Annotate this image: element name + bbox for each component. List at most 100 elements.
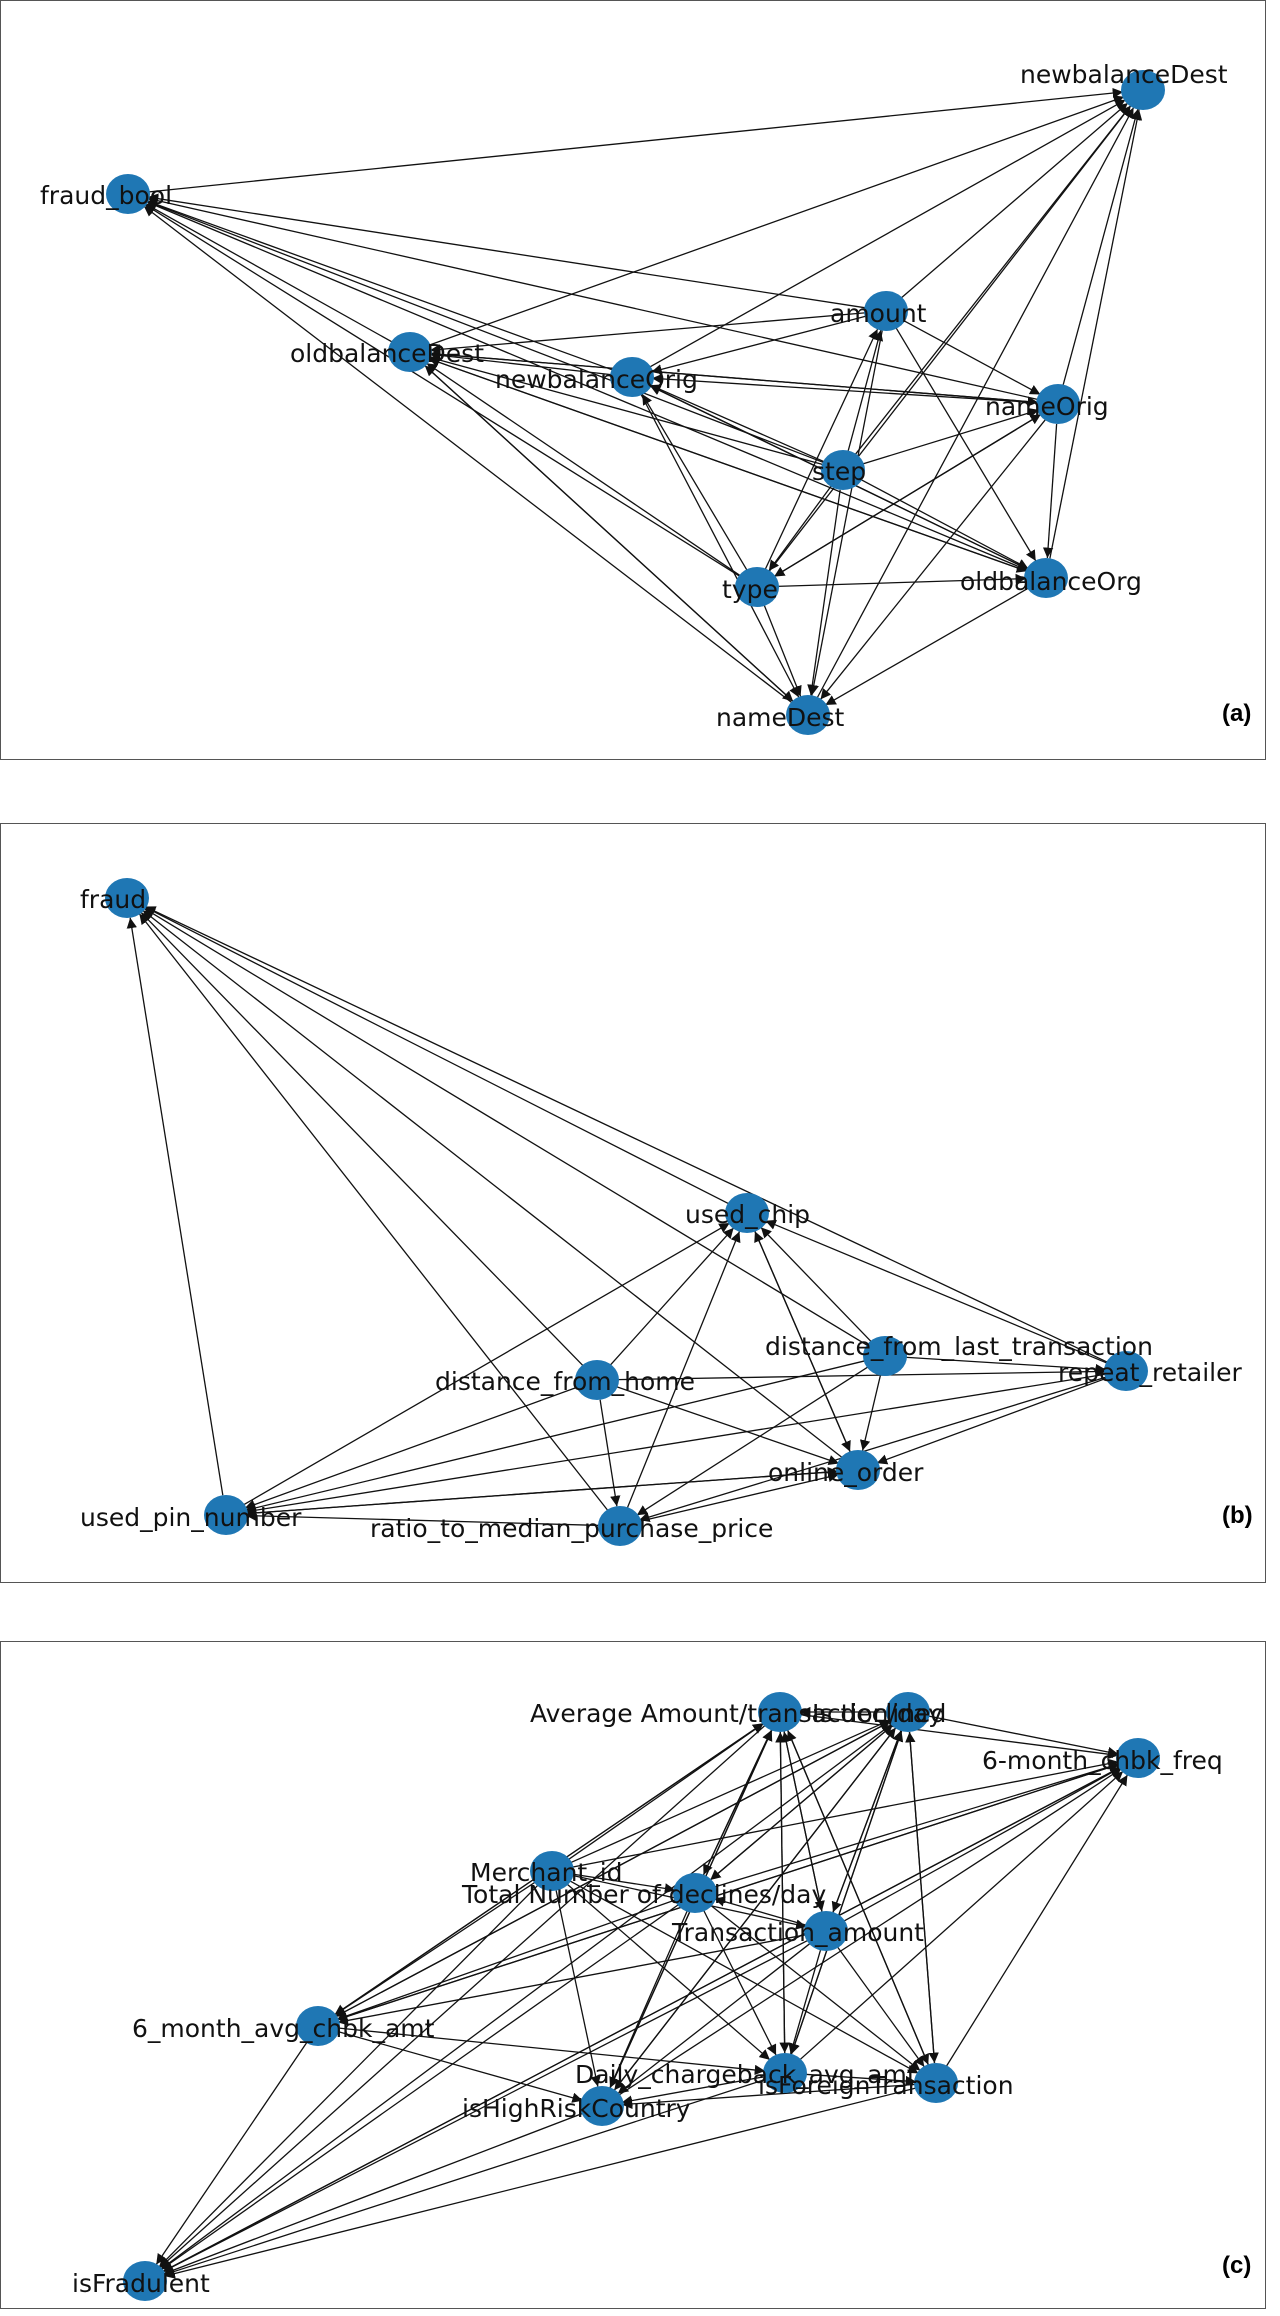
edge-distance_from_home-to-fraud: [140, 911, 584, 1367]
node-distance_from_last_transaction: [863, 1336, 907, 1376]
node-label-merchant_id: Merchant_id: [470, 1858, 623, 1887]
edge-step-to-nameDest: [807, 489, 841, 696]
edge-type-to-amount: [764, 328, 879, 570]
edge-newbalanceOrig-to-nameDest: [640, 394, 800, 698]
node-used_pin_number: [204, 1495, 248, 1535]
edge-repeat_retailer-to-used_pin_number: [245, 1373, 1107, 1516]
edge-step-to-type: [768, 485, 832, 572]
edge-6m_chbk_freq-to-6m_avg_chbk_amt: [336, 1763, 1120, 2022]
edge-transaction_amount-to-total_declines: [714, 1896, 807, 1927]
node-amount: [864, 291, 908, 331]
edge-nameOrig-to-newbalanceOrig: [651, 373, 1039, 404]
node-distance_from_home: [575, 1360, 619, 1400]
node-avg_amount: [758, 1692, 802, 1732]
edge-daily_chbk_avg-to-6m_chbk_freq: [799, 1770, 1124, 2061]
edge-total_declines-to-is_high_risk: [609, 1911, 688, 2088]
node-merchant_id: [530, 1851, 574, 1891]
node-label-distance_from_last_transaction: distance_from_last_transaction: [765, 1332, 1153, 1361]
edge-transaction_amount-to-is_fradulent: [162, 1939, 809, 2273]
edge-is_high_risk-to-6m_chbk_freq: [618, 1768, 1122, 2096]
edge-step-to-newbalanceDest: [854, 105, 1132, 455]
node-type: [735, 567, 779, 607]
edge-total_declines-to-6m_avg_chbk_amt: [336, 1899, 677, 2021]
node-transaction_amount: [804, 1911, 848, 1951]
edge-6m_avg_chbk_amt-to-daily_chbk_avg: [337, 2027, 766, 2076]
edge-step-to-oldbalanceDest: [429, 354, 824, 466]
node-label-daily_chbk_avg: Daily_chargeback_avg_amt: [575, 2060, 917, 2089]
node-label-total_declines: Total Number of declines/day: [461, 1880, 826, 1909]
edge-distance_from_last_transaction-to-online_order: [859, 1375, 882, 1451]
node-fraud_bool: [106, 174, 150, 214]
edge-total_declines-to-is_fradulent: [160, 1903, 680, 2271]
edge-avg_amount-to-is_foreign: [787, 1730, 930, 2065]
edge-oldbalanceDest-to-oldbalanceOrg: [428, 358, 1028, 573]
node-label-6m_avg_chbk_amt: 6_month_avg_chbk_amt: [132, 2014, 435, 2043]
edge-repeat_retailer-to-fraud: [144, 905, 1109, 1364]
edge-oldbalanceDest-to-fraud_bool: [145, 203, 393, 343]
edge-oldbalanceDest-to-newbalanceDest: [428, 95, 1125, 346]
edge-amount-to-newbalanceOrig: [651, 315, 867, 375]
edge-is_declined-to-6m_chbk_freq: [927, 1715, 1119, 1758]
edge-merchant_id-to-daily_chbk_avg: [566, 1883, 771, 2061]
node-6m_chbk_freq: [1116, 1738, 1160, 1778]
panel-a-tag: (a): [1222, 700, 1252, 727]
edge-is_declined-to-is_high_risk: [613, 1727, 897, 2091]
edge-online_order-to-used_pin_number: [245, 1470, 839, 1519]
edge-total_declines-to-daily_chbk_avg: [703, 1910, 777, 2056]
panel-b-tag: (b): [1222, 1502, 1253, 1529]
edge-distance_from_home-to-ratio_to_median_purchase_price: [599, 1399, 621, 1507]
edge-transaction_amount-to-is_foreign: [837, 1946, 925, 2068]
node-6m_avg_chbk_amt: [296, 2006, 340, 2046]
edge-ratio_to_median_purchase_price-to-online_order: [639, 1471, 839, 1523]
node-label-transaction_amount: Transaction_amount: [671, 1918, 924, 1947]
node-label-distance_from_home: distance_from_home: [435, 1367, 695, 1396]
edge-transaction_amount-to-is_high_risk: [617, 1942, 811, 2095]
edge-merchant_id-to-is_declined: [569, 1719, 891, 1864]
edge-used_pin_number-to-used_chip: [242, 1222, 731, 1506]
edge-is_declined-to-daily_chbk_avg: [789, 1730, 903, 2055]
panel-c-tag: (c): [1222, 2252, 1252, 2279]
edge-newbalanceOrig-to-fraud_bool: [146, 199, 614, 371]
edge-daily_chbk_avg-to-is_foreign: [804, 2073, 917, 2087]
edge-used_chip-to-fraud: [144, 906, 730, 1205]
edge-used_chip-to-online_order: [754, 1231, 851, 1452]
edge-nameOrig-to-nameDest: [820, 419, 1046, 700]
edge-nameOrig-to-fraud_bool: [147, 195, 1039, 401]
edge-distance_from_last_transaction-to-used_chip: [760, 1226, 872, 1343]
edge-repeat_retailer-to-used_chip: [765, 1219, 1108, 1364]
edge-total_declines-to-is_foreign: [710, 1904, 921, 2072]
node-label-nameOrig: nameOrig: [985, 392, 1109, 421]
edge-step-to-nameOrig: [861, 407, 1040, 465]
node-total_declines: [673, 1873, 717, 1913]
edge-transaction_amount-to-daily_chbk_avg: [788, 1950, 822, 2054]
edge-6m_avg_chbk_amt-to-is_high_risk: [337, 2030, 583, 2103]
edge-merchant_id-to-6m_avg_chbk_amt: [334, 1881, 536, 2016]
node-nameOrig: [1036, 384, 1080, 424]
edge-distance_from_home-to-used_pin_number: [244, 1386, 579, 1510]
edge-type-to-fraud_bool: [144, 204, 741, 577]
node-label-oldbalanceDest: oldbalanceDest: [290, 339, 484, 368]
node-used_chip: [725, 1193, 769, 1233]
edge-avg_amount-to-6m_chbk_freq: [799, 1713, 1119, 1760]
edge-6m_avg_chbk_amt-to-is_fradulent: [155, 2042, 308, 2265]
edge-is_declined-to-is_foreign: [908, 1731, 939, 2064]
edge-newbalanceOrig-to-oldbalanceDest: [429, 350, 613, 376]
edge-merchant_id-to-total_declines: [571, 1873, 676, 1894]
edge-avg_amount-to-transaction_amount: [783, 1731, 825, 1912]
node-fraud: [105, 878, 149, 918]
node-label-newbalanceOrig: newbalanceOrig: [495, 365, 698, 394]
node-label-is_foreign: isForeignTransaction: [758, 2071, 1014, 2100]
edge-amount-to-nameDest: [808, 330, 883, 696]
edge-is_declined-to-total_declines: [709, 1724, 894, 1881]
edge-ratio_to_median_purchase_price-to-used_pin_number: [245, 1510, 601, 1527]
edge-online_order-to-fraud: [142, 909, 843, 1459]
edge-type-to-newbalanceOrig: [641, 393, 748, 571]
edge-merchant_id-to-avg_amount: [568, 1722, 764, 1861]
edge-newbalanceOrig-to-newbalanceDest: [649, 99, 1126, 368]
edge-amount-to-fraud_bool: [147, 193, 867, 309]
node-label-used_chip: used_chip: [685, 1200, 810, 1229]
edge-repeat_retailer-to-online_order: [876, 1377, 1108, 1465]
edge-is_foreign-to-is_high_risk: [621, 2083, 917, 2110]
edge-transaction_amount-to-6m_chbk_freq: [843, 1767, 1121, 1922]
